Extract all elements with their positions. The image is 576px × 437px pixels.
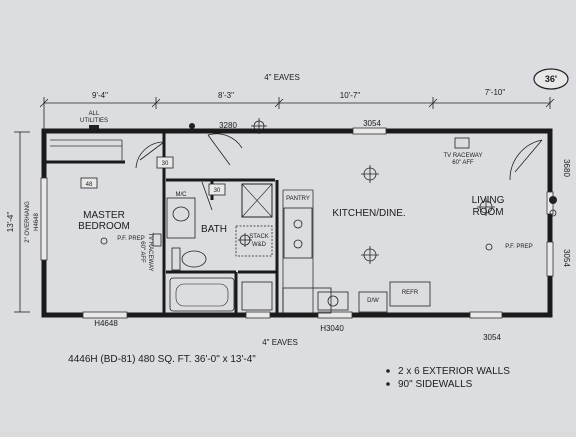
bathtub bbox=[169, 277, 235, 312]
closet-30-b bbox=[208, 183, 226, 196]
burner-icon-2 bbox=[293, 239, 303, 249]
pantry-label: PANTRY bbox=[286, 196, 310, 202]
window-h4648-left-label: H4648 bbox=[34, 213, 40, 231]
tv-raceway-living-aff: 60" AFF bbox=[452, 160, 474, 166]
exterior-outlet-icon bbox=[549, 196, 557, 204]
window-h3040-label: H3040 bbox=[320, 324, 344, 333]
dimension-4: 7'-10" bbox=[485, 88, 506, 97]
window-h4648-bottom-label: H4648 bbox=[94, 319, 118, 328]
bed-tv-icon bbox=[152, 233, 162, 247]
mc-label: M/C bbox=[176, 192, 188, 198]
closet-30-a bbox=[156, 156, 174, 169]
scale-badge bbox=[533, 68, 569, 90]
dimension-3: 10'-7" bbox=[340, 91, 361, 100]
model-line: 4446H (BD-81) 480 SQ. FT. 36'-0" x 13'-4… bbox=[68, 354, 256, 365]
refr-label: REFR bbox=[402, 290, 419, 296]
closet-48 bbox=[80, 177, 98, 189]
dimension-2: 8'-3" bbox=[218, 91, 234, 100]
master-bedroom-label-2: BEDROOM bbox=[78, 221, 130, 232]
left-dimension-line bbox=[14, 131, 30, 313]
eaves-bottom-label: 4" EAVES bbox=[262, 338, 298, 347]
linen-cabinet bbox=[241, 281, 273, 311]
bullet-2 bbox=[386, 382, 390, 386]
scale-badge-label: 36' bbox=[545, 74, 557, 84]
closet-48-label: 48 bbox=[86, 182, 93, 188]
vanity bbox=[166, 197, 196, 239]
closet-30-a-label: 30 bbox=[162, 161, 169, 167]
toilet-tank bbox=[171, 247, 181, 271]
top-dimension-line bbox=[39, 97, 555, 130]
dw-label: D/W bbox=[367, 298, 379, 304]
pf-prep-bed-label: P.F. PREP bbox=[117, 236, 145, 242]
overhang-label: 2" OVERHANG bbox=[25, 201, 31, 243]
tv-icon bbox=[454, 137, 470, 149]
closet-30-b-label: 30 bbox=[214, 188, 221, 194]
living-room-label-2: ROOM bbox=[472, 207, 503, 218]
wd-label: W&D bbox=[252, 242, 267, 248]
sink-basin-icon bbox=[327, 295, 339, 307]
window-3280-label: 3280 bbox=[219, 121, 237, 130]
doors bbox=[135, 133, 543, 211]
master-bedroom-label-1: MASTER bbox=[83, 210, 125, 221]
living-room-label-1: LIVING bbox=[472, 195, 505, 206]
window-3054-right-label: 3054 bbox=[562, 249, 571, 267]
burner-icon bbox=[293, 219, 303, 229]
exterior-light-icon bbox=[189, 123, 195, 129]
kitchen-label: KITCHEN/DINE. bbox=[332, 208, 405, 219]
tv-raceway-living-label: TV RACEWAY bbox=[443, 153, 482, 159]
exterior-switch-icon bbox=[549, 209, 557, 217]
toilet-icon bbox=[181, 250, 207, 268]
eaves-top-label: 4" EAVES bbox=[264, 73, 300, 82]
bath-label: BATH bbox=[201, 224, 227, 235]
note-sidewalls: 90" SIDEWALLS bbox=[398, 379, 473, 390]
all-utilities-label-2: UTILITIES bbox=[80, 118, 108, 124]
sink-icon bbox=[172, 206, 190, 222]
tv-raceway-bed-aff: 60" AFF bbox=[139, 241, 145, 263]
note-exterior-walls: 2 x 6 EXTERIOR WALLS bbox=[398, 366, 510, 377]
utility-box bbox=[89, 125, 99, 131]
kitchen-counter bbox=[282, 287, 332, 314]
tv-raceway-bed-label: TV RACEWAY bbox=[147, 232, 153, 271]
pf-prep-living-icon bbox=[485, 243, 493, 251]
all-utilities-label-1: ALL bbox=[89, 111, 100, 117]
bullet-1 bbox=[386, 369, 390, 373]
stack-label: STACK bbox=[249, 234, 269, 240]
exterior-windows bbox=[40, 127, 554, 319]
depth-dimension: 13'-4" bbox=[6, 212, 15, 233]
kitchen-sink bbox=[317, 291, 349, 311]
shower-stall bbox=[241, 183, 273, 218]
range bbox=[283, 207, 313, 259]
ceiling-lights bbox=[251, 118, 495, 264]
dimension-1: 9'-4" bbox=[92, 91, 108, 100]
window-3054-bottom-label: 3054 bbox=[483, 333, 501, 342]
pf-prep-bed-icon bbox=[100, 237, 108, 245]
refrigerator bbox=[389, 281, 431, 307]
window-3680-label: 3680 bbox=[562, 159, 571, 177]
window-3054-top-label: 3054 bbox=[363, 119, 381, 128]
stack-wd-area bbox=[235, 225, 273, 257]
pf-prep-living-label: P.F. PREP bbox=[505, 244, 533, 250]
dishwasher bbox=[358, 291, 388, 313]
